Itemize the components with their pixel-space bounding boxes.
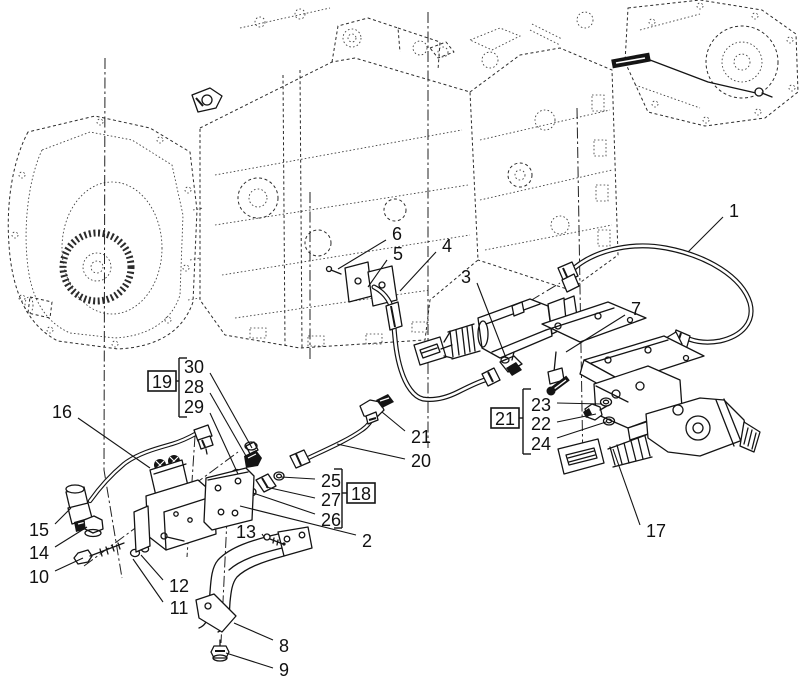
leader-4 <box>399 251 437 292</box>
leader-11 <box>132 558 164 603</box>
leader-25 <box>280 476 316 480</box>
leader-1 <box>687 216 724 253</box>
leader-10 <box>54 557 84 572</box>
leader-15 <box>54 507 72 525</box>
callout-22: 22 <box>531 414 551 434</box>
callout-1: 1 <box>729 201 739 221</box>
leader-17 <box>612 448 641 526</box>
fittings-21-20 <box>230 394 394 497</box>
callout-3: 3 <box>461 267 471 287</box>
leader-8 <box>233 622 274 641</box>
leader-23 <box>556 402 603 405</box>
leader-5 <box>367 259 388 288</box>
callout-16: 16 <box>52 402 72 422</box>
callout-2: 2 <box>362 531 372 551</box>
callout-4: 4 <box>442 236 452 256</box>
group-box-19 <box>147 370 177 392</box>
callout-30: 30 <box>184 357 204 377</box>
callout-23: 23 <box>531 395 551 415</box>
leader-27 <box>265 486 316 499</box>
pipe-4 <box>371 284 501 402</box>
callouts-layer: 1234567891011121314151617202122232425262… <box>29 201 739 680</box>
leader-9 <box>225 652 274 669</box>
leader-6 <box>337 239 387 270</box>
leader-26 <box>252 492 316 515</box>
leader-22 <box>556 413 597 423</box>
master-cylinder-3 <box>413 295 578 376</box>
pipe-16 <box>87 424 214 504</box>
hose-1 <box>557 243 754 351</box>
leader-2 <box>239 505 357 536</box>
leader-12 <box>140 554 164 581</box>
leader-24 <box>556 421 607 439</box>
callout-21: 21 <box>411 427 431 447</box>
leader-21 <box>381 411 406 432</box>
callout-26: 26 <box>321 510 341 530</box>
mounting-plate-2 <box>203 467 255 531</box>
callout-17: 17 <box>646 521 666 541</box>
bracket-8 <box>195 526 313 662</box>
leader-30 <box>209 372 253 449</box>
callout-28: 28 <box>184 377 204 397</box>
leader-13 <box>261 533 265 538</box>
leader-16 <box>77 417 151 469</box>
callout-20: 20 <box>411 451 431 471</box>
manifold-slave-cylinder-17 <box>557 365 761 475</box>
leader-28 <box>209 392 251 464</box>
callout-11: 11 <box>170 598 189 618</box>
group-boxes-layer: 19 18 21 <box>147 357 531 529</box>
leader-29 <box>209 412 239 475</box>
callout-15: 15 <box>29 520 49 540</box>
callout-5: 5 <box>393 244 403 264</box>
callout-24: 24 <box>531 434 551 454</box>
callout-12: 12 <box>169 576 189 596</box>
elbow-15-group <box>65 484 150 565</box>
callout-13: 13 <box>236 522 256 542</box>
valve-block <box>133 455 217 553</box>
callout-29: 29 <box>184 397 204 417</box>
callout-7: 7 <box>631 299 641 319</box>
leader-20 <box>336 443 406 460</box>
callout-8: 8 <box>279 636 289 656</box>
leader-7 <box>565 314 626 353</box>
callout-14: 14 <box>29 543 49 563</box>
group-box-label-18: 18 <box>351 484 371 504</box>
leader-3 <box>476 282 507 359</box>
callout-10: 10 <box>29 567 49 587</box>
callout-25: 25 <box>321 471 341 491</box>
transmission-phantom <box>7 0 799 350</box>
group-box-18 <box>346 482 376 504</box>
group-box-21 <box>490 407 520 429</box>
group-box-label-21: 21 <box>495 409 515 429</box>
leader-14 <box>54 526 88 548</box>
callout-27: 27 <box>321 490 341 510</box>
callout-6: 6 <box>392 224 402 244</box>
callout-9: 9 <box>279 660 289 680</box>
group-box-label-19: 19 <box>152 372 172 392</box>
